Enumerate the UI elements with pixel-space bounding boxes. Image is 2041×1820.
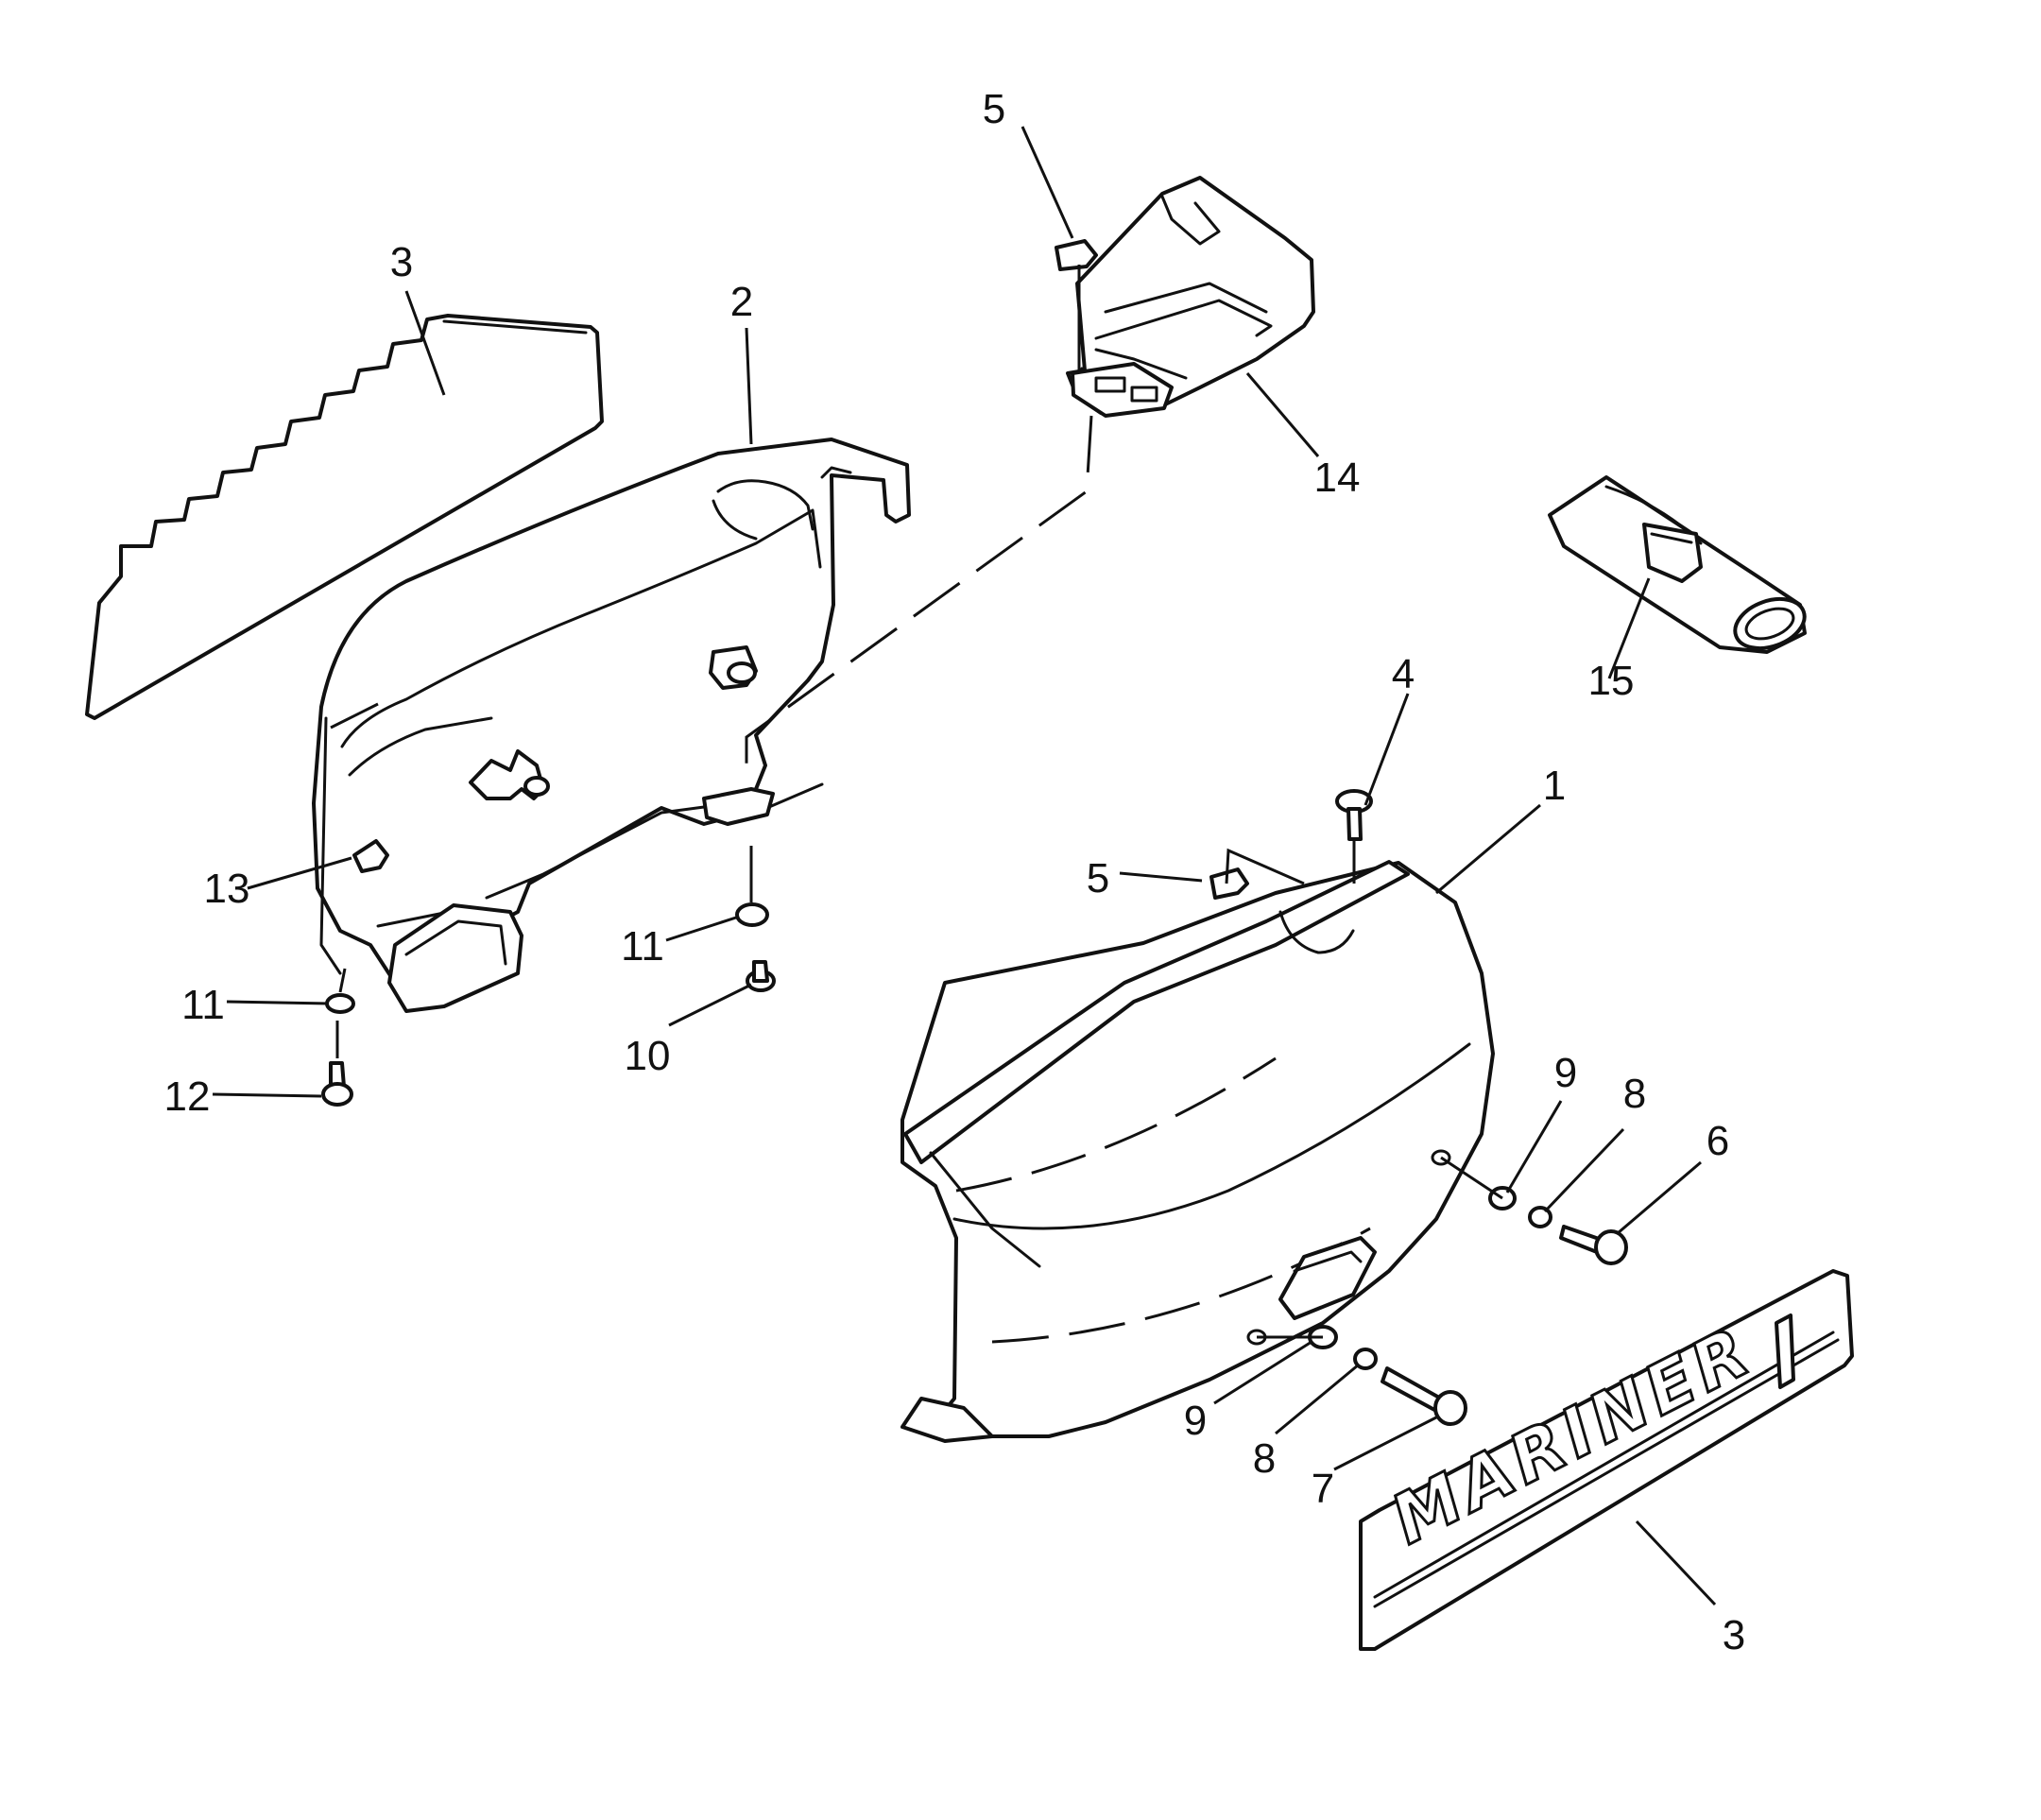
callout-8-upper: 8 <box>1623 1071 1646 1117</box>
callout-2: 2 <box>730 279 753 325</box>
callout-8-lower: 8 <box>1253 1435 1276 1482</box>
clip-5-mid <box>1209 867 1249 900</box>
callout-14: 14 <box>1314 455 1361 501</box>
screw-4 <box>1335 789 1373 841</box>
callout-12: 12 <box>164 1073 211 1120</box>
clip-13 <box>352 839 389 873</box>
assembly-line-latch <box>745 415 1093 765</box>
callout-6: 6 <box>1707 1118 1729 1164</box>
callout-15: 15 <box>1588 658 1635 704</box>
washer-8-upper <box>1528 1206 1552 1228</box>
callout-5-top: 5 <box>983 86 1005 132</box>
screw-6 <box>1559 1225 1628 1265</box>
washer-11-mid <box>735 902 769 927</box>
callout-3-right: 3 <box>1723 1612 1745 1658</box>
decal-right: MARINER <box>1359 1269 1854 1651</box>
washer-8-lower <box>1353 1348 1378 1370</box>
cushion-tube <box>1548 475 1807 654</box>
screw-12 <box>321 1061 353 1107</box>
callout-9-lower: 9 <box>1184 1398 1207 1444</box>
screw-10 <box>746 960 776 992</box>
cowl-front-half <box>900 860 1495 1443</box>
callout-3-left: 3 <box>390 239 413 285</box>
washer-11-left <box>325 993 355 1014</box>
callout-11-mid: 11 <box>621 923 664 970</box>
callout-5-mid: 5 <box>1087 855 1109 901</box>
clip-5-top <box>1055 239 1098 271</box>
latch-bracket <box>1066 176 1315 418</box>
callout-9-upper: 9 <box>1554 1050 1577 1096</box>
cowl-back-half <box>312 438 911 1013</box>
callout-11-left: 11 <box>181 982 225 1028</box>
callout-7: 7 <box>1312 1466 1334 1512</box>
screw-7 <box>1381 1366 1467 1426</box>
callout-10: 10 <box>625 1033 671 1079</box>
callout-4: 4 <box>1392 651 1415 697</box>
callout-1: 1 <box>1543 763 1566 809</box>
callout-13: 13 <box>204 866 250 912</box>
decal-left <box>85 314 604 720</box>
